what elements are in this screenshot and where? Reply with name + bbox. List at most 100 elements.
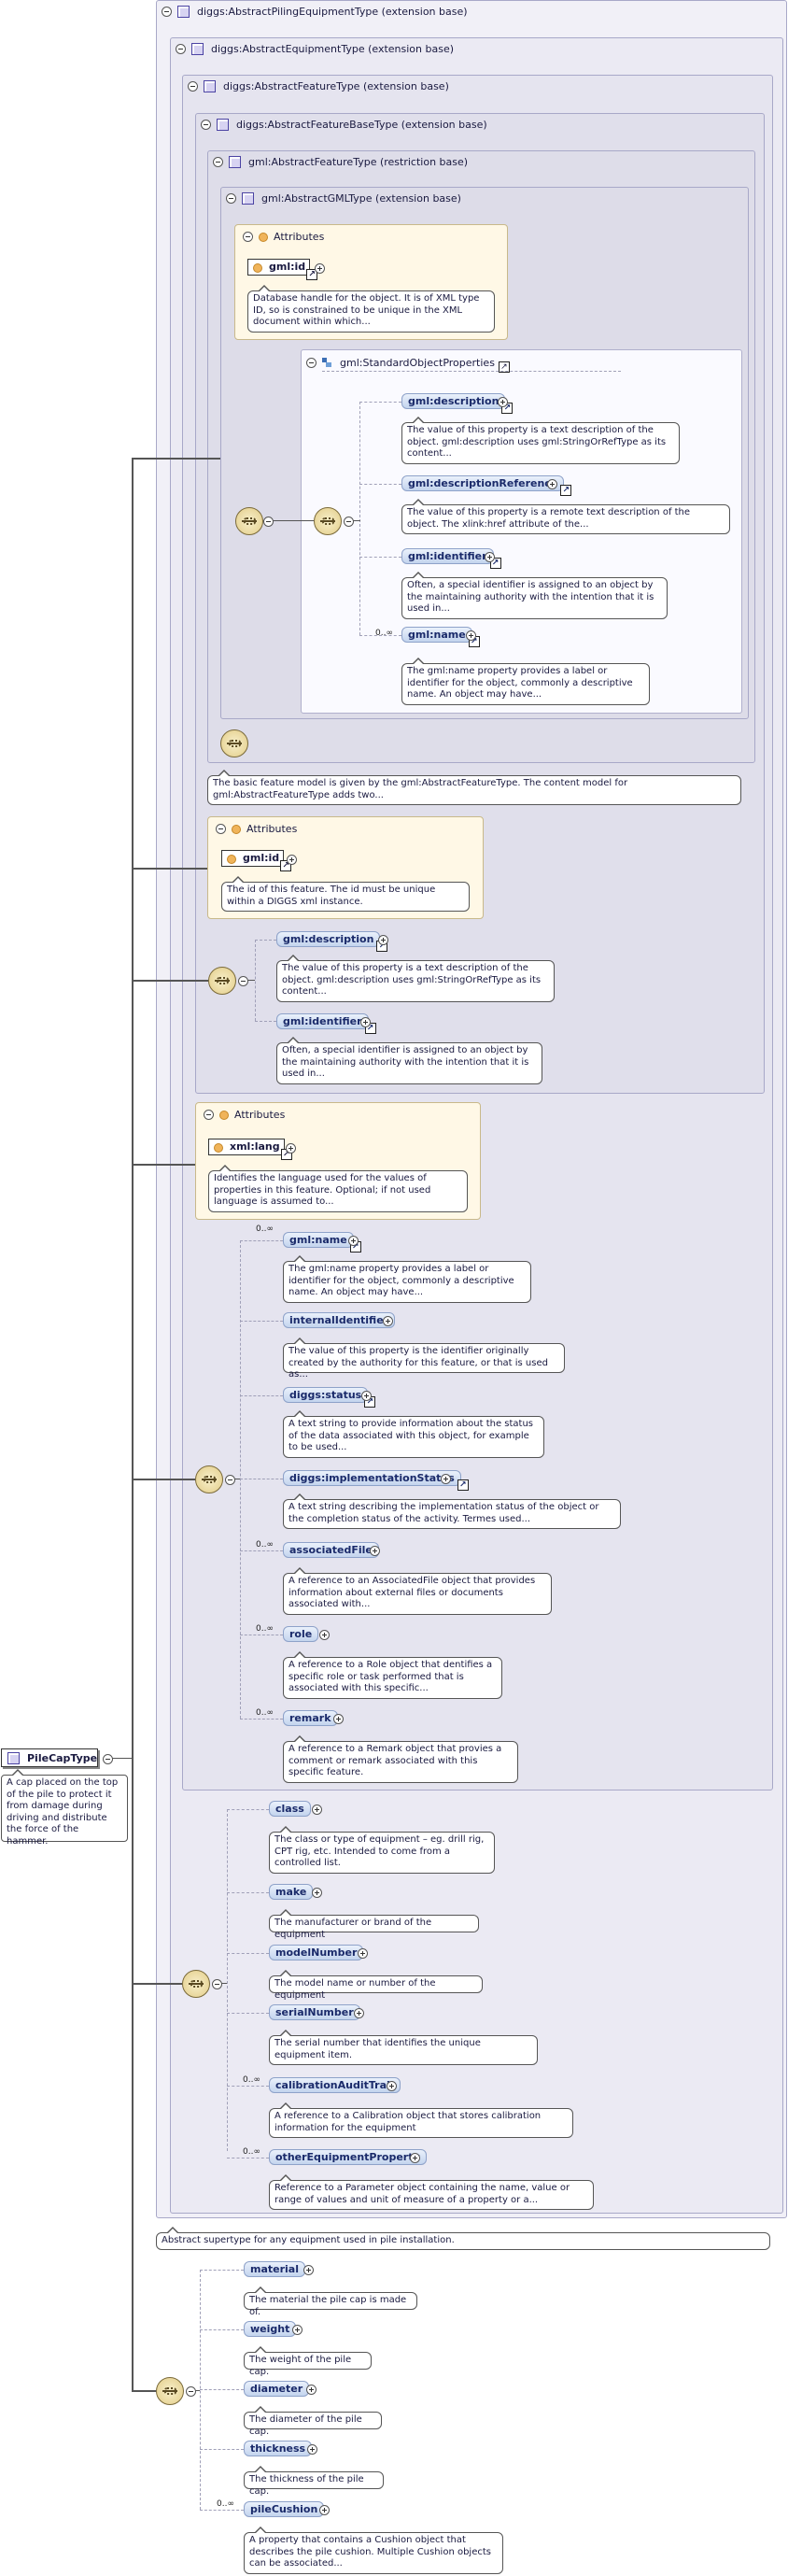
expand-icon[interactable] <box>315 263 325 274</box>
expand-icon[interactable] <box>498 397 508 407</box>
feature-element-name[interactable]: gml:name↗ <box>283 1232 361 1253</box>
expand-icon[interactable] <box>383 1316 393 1326</box>
sequence-compositor-icon[interactable] <box>235 507 263 535</box>
equipment-element-make[interactable]: make <box>269 1884 314 1900</box>
piling-type-header[interactable]: diggs:AbstractPilingEquipmentType (exten… <box>157 4 468 19</box>
collapse-icon[interactable] <box>216 824 226 834</box>
feature-name-cardinality: 0..∞ <box>256 1224 274 1234</box>
feature-type-header[interactable]: diggs:AbstractFeatureType (extension bas… <box>183 78 449 93</box>
collapse-icon[interactable] <box>263 517 274 527</box>
expand-icon[interactable] <box>360 1017 371 1027</box>
element-label: make <box>275 1886 307 1898</box>
link-arrow-icon[interactable]: ↗ <box>457 1479 469 1491</box>
sequence-compositor-icon[interactable] <box>314 507 342 535</box>
expand-icon[interactable] <box>306 2385 317 2395</box>
sop-element-description-reference[interactable]: gml:descriptionReference↗ <box>401 475 572 496</box>
pilecap-element-weight[interactable]: weight <box>244 2321 297 2337</box>
expand-icon[interactable] <box>410 2153 420 2163</box>
expand-icon[interactable] <box>303 2265 314 2275</box>
link-arrow-icon[interactable]: ↗ <box>560 485 572 496</box>
sequence-compositor-icon[interactable] <box>208 967 236 995</box>
equipment-element-other-equipment-property[interactable]: otherEquipmentProperty <box>269 2149 427 2165</box>
expand-icon[interactable] <box>387 2081 397 2091</box>
sequence-compositor-icon[interactable] <box>182 1970 210 1998</box>
feature-element-internal-identifier[interactable]: internalIdentifier <box>283 1312 396 1328</box>
collapse-icon[interactable] <box>243 232 253 242</box>
sop-element-description[interactable]: gml:description↗ <box>401 393 514 414</box>
equipment-element-serial-number[interactable]: serialNumber <box>269 2004 360 2020</box>
expand-icon[interactable] <box>287 855 297 865</box>
collapse-icon[interactable] <box>212 1979 222 1989</box>
pile-cushion-cardinality: 0..∞ <box>217 2499 234 2509</box>
expand-icon[interactable] <box>348 1236 359 1246</box>
collapse-icon[interactable] <box>238 976 248 986</box>
sequence-compositor-icon[interactable] <box>220 729 248 757</box>
sequence-compositor-icon[interactable] <box>156 2377 184 2405</box>
link-arrow-icon[interactable]: ↗ <box>306 269 318 280</box>
attributes-label: Attributes <box>246 823 298 835</box>
collapse-icon[interactable] <box>226 192 236 204</box>
equipment-element-class[interactable]: class <box>269 1801 311 1817</box>
equipment-element-model-number[interactable]: modelNumber <box>269 1945 364 1960</box>
feature-element-role[interactable]: role <box>283 1626 319 1642</box>
pilecap-weight-doc: The weight of the pile cap. <box>244 2346 372 2377</box>
sop-element-identifier[interactable]: gml:identifier↗ <box>401 548 501 569</box>
expand-icon[interactable] <box>286 1143 296 1154</box>
pilecap-element-thickness[interactable]: thickness <box>244 2441 313 2456</box>
collapse-icon[interactable] <box>225 1475 235 1485</box>
associated-file-cardinality: 0..∞ <box>256 1540 274 1550</box>
pilecap-type-node[interactable]: PileCapType <box>1 1748 98 1767</box>
feature-element-associated-file[interactable]: associatedFile <box>283 1542 379 1558</box>
sequence-compositor-icon[interactable] <box>195 1465 223 1493</box>
collapse-icon[interactable] <box>306 357 317 368</box>
expand-icon[interactable] <box>358 1948 368 1959</box>
xml-lang-attribute[interactable]: xml:lang↗ <box>208 1139 292 1160</box>
expand-icon[interactable] <box>312 1805 322 1815</box>
pilecap-element-diameter[interactable]: diameter <box>244 2381 310 2397</box>
feature-element-status[interactable]: diggs:status↗ <box>283 1387 376 1408</box>
feature-element-remark[interactable]: remark <box>283 1710 338 1726</box>
equipment-type-header[interactable]: diggs:AbstractEquipmentType (extension b… <box>171 41 454 56</box>
collapse-icon[interactable] <box>201 119 211 130</box>
pilecap-element-pile-cushion[interactable]: pileCushion <box>244 2501 325 2517</box>
expand-icon[interactable] <box>292 2325 303 2335</box>
expand-icon[interactable] <box>319 1630 330 1640</box>
collapse-icon[interactable] <box>162 6 172 17</box>
collapse-icon[interactable] <box>344 517 354 527</box>
collapse-icon[interactable] <box>103 1754 113 1764</box>
collapse-icon[interactable] <box>188 80 198 92</box>
expand-icon[interactable] <box>378 935 388 945</box>
expand-icon[interactable] <box>466 630 476 641</box>
gmlgml-type-header[interactable]: gml:AbstractGMLType (extension base) <box>221 191 461 205</box>
expand-icon[interactable] <box>485 552 495 562</box>
expand-icon[interactable] <box>547 479 557 489</box>
featurebase-element-description[interactable]: gml:description↗ <box>276 931 388 952</box>
equipment-element-calibration-audit-trail[interactable]: calibrationAuditTrail <box>269 2077 401 2093</box>
expand-icon[interactable] <box>354 2008 364 2018</box>
sop-identifier-doc: Often, a special identifier is assigned … <box>401 572 668 619</box>
featurebase-element-identifier[interactable]: gml:identifier↗ <box>276 1013 376 1034</box>
element-label: serialNumber <box>275 2006 354 2018</box>
gmlfeature-type-header[interactable]: gml:AbstractFeatureType (restriction bas… <box>208 154 468 169</box>
pilecap-element-material[interactable]: material <box>244 2261 305 2277</box>
collapse-icon[interactable] <box>176 43 186 54</box>
expand-icon[interactable] <box>307 2444 317 2455</box>
expand-icon[interactable] <box>370 1546 380 1556</box>
sop-element-name[interactable]: gml:name↗ <box>401 627 480 647</box>
sop-group-header[interactable]: gml:StandardObjectProperties↗ <box>302 355 510 373</box>
featurebase-gml-id-attribute[interactable]: gml:id↗ <box>221 850 292 871</box>
featurebase-type-header[interactable]: diggs:AbstractFeatureBaseType (extension… <box>196 117 487 132</box>
feature-status-doc: A text string to provide information abo… <box>283 1410 544 1458</box>
expand-icon[interactable] <box>319 2505 330 2515</box>
link-arrow-icon[interactable]: ↗ <box>498 361 510 373</box>
feature-element-implementation-status[interactable]: diggs:implementationStatus↗ <box>283 1470 469 1491</box>
expand-icon[interactable] <box>333 1714 344 1724</box>
expand-icon[interactable] <box>312 1888 322 1898</box>
expand-icon[interactable] <box>441 1474 451 1484</box>
collapse-icon[interactable] <box>204 1110 214 1120</box>
featurebase-type-label: diggs:AbstractFeatureBaseType (extension… <box>236 118 487 131</box>
gml-id-attribute[interactable]: gml:id↗ <box>247 259 318 280</box>
expand-icon[interactable] <box>361 1391 372 1401</box>
collapse-icon[interactable] <box>186 2386 196 2397</box>
collapse-icon[interactable] <box>213 156 223 167</box>
